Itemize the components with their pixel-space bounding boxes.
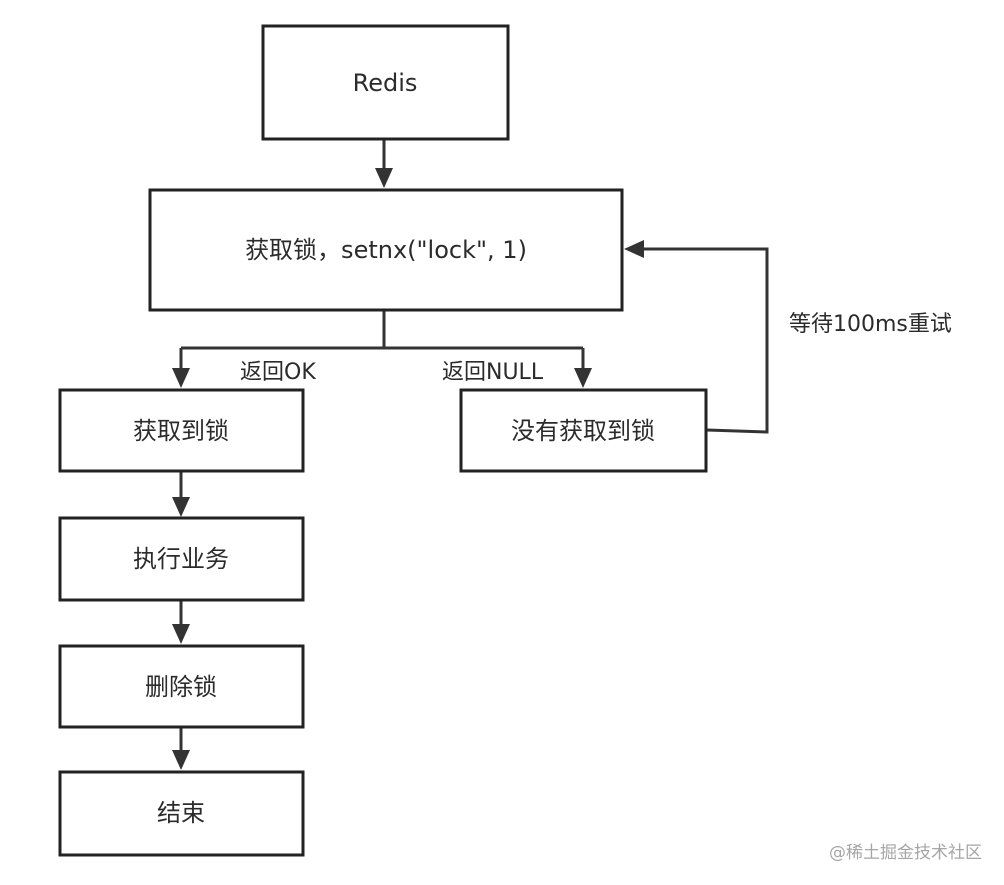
edge-labels: 返回OK 返回NULL 等待100ms重试 xyxy=(240,312,952,385)
edges xyxy=(172,140,769,770)
node-no-lock-label: 没有获取到锁 xyxy=(511,417,655,445)
node-no-lock: 没有获取到锁 xyxy=(459,388,708,473)
node-acquire-lock-label: 获取锁，setnx("lock", 1) xyxy=(245,236,527,264)
arrowhead-redis-to-acquire xyxy=(375,168,393,188)
node-execute: 执行业务 xyxy=(58,516,305,602)
node-redis-label: Redis xyxy=(353,69,418,97)
nodes: Redis 获取锁，setnx("lock", 1) 获取到锁 没有获取到锁 执… xyxy=(58,24,708,857)
node-got-lock-label: 获取到锁 xyxy=(133,417,229,445)
node-end: 结束 xyxy=(58,770,305,857)
node-execute-label: 执行业务 xyxy=(133,545,229,573)
edge-label-null: 返回NULL xyxy=(442,360,544,385)
edge-label-retry: 等待100ms重试 xyxy=(789,312,952,337)
edge-retry-loop xyxy=(642,247,769,434)
node-end-label: 结束 xyxy=(157,799,205,827)
arrowhead-to-execute xyxy=(172,497,190,517)
node-acquire-lock: 获取锁，setnx("lock", 1) xyxy=(148,188,624,312)
arrowhead-retry-to-acquire xyxy=(624,240,644,258)
arrowhead-to-end xyxy=(172,750,190,770)
node-got-lock: 获取到锁 xyxy=(58,388,305,473)
edge-label-ok: 返回OK xyxy=(240,360,316,385)
arrowhead-to-delete xyxy=(172,624,190,644)
arrowhead-to-no-lock xyxy=(574,368,592,388)
node-delete-lock: 删除锁 xyxy=(58,644,305,729)
node-redis: Redis xyxy=(261,24,510,141)
arrowhead-to-got-lock xyxy=(172,368,190,388)
watermark: @稀土掘金技术社区 xyxy=(829,843,982,863)
node-delete-lock-label: 删除锁 xyxy=(145,673,217,701)
